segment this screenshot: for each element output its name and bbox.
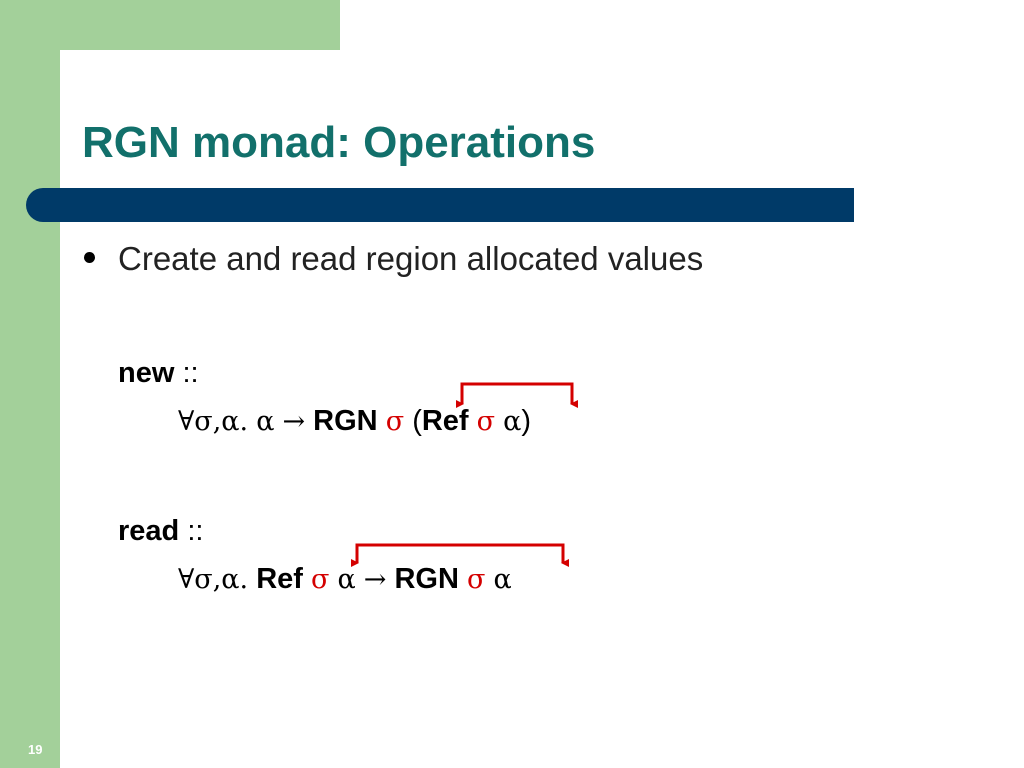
read-type-line: ∀σ,α. Ref σ α → RGN σ α [178,563,512,596]
new-keyword: new [118,357,175,389]
new-paren-open: ( [412,405,422,437]
new-type-line: ∀σ,α. α → RGN σ (Ref σ α) [178,405,531,438]
new-rgn: RGN [313,405,378,437]
left-green-band [0,0,60,768]
bullet-text: Create and read region allocated values [118,240,704,277]
read-alpha-result: α [493,564,512,595]
read-keyword: read [118,515,180,547]
new-ref: Ref [421,405,469,437]
read-sigma-ref: σ [310,564,330,595]
new-paren-close: ) [521,405,532,437]
new-sigma-ref: σ [476,406,496,437]
new-signature-header: new :: [118,357,199,390]
read-sigma-rgn: σ [466,564,486,595]
slide-title: RGN monad: Operations [82,118,596,167]
new-type-separator: :: [182,357,199,389]
slide-content-panel [60,50,1024,768]
read-rgn: RGN [394,563,459,595]
bullet-dot [84,252,95,263]
title-underline-bar [26,188,854,222]
new-alpha-arg: α [256,406,275,437]
read-alpha-arg: α [337,564,356,595]
read-signature-header: read :: [118,515,203,548]
new-forall: ∀σ,α. [178,406,249,437]
slide-number: 19 [28,742,43,757]
new-arrow: → [282,406,306,437]
read-arrow: → [363,564,387,595]
new-alpha-result: α [503,406,522,437]
read-type-separator: :: [187,515,204,547]
read-ref: Ref [256,563,303,595]
new-sigma-rgn: σ [385,406,405,437]
read-forall: ∀σ,α. [178,564,249,595]
top-green-band [0,0,340,50]
